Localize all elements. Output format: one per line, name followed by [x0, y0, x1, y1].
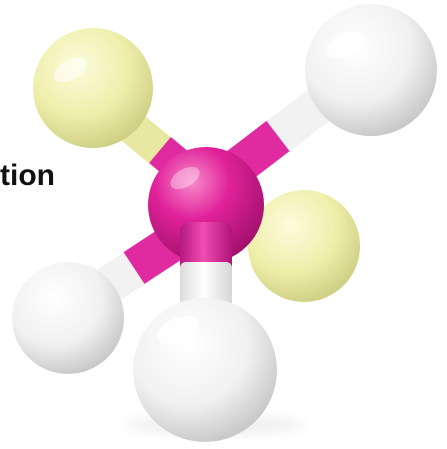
atom-white-top-right	[305, 4, 437, 136]
atom-white-bottom-left	[12, 262, 124, 374]
atom-white-bottom	[133, 298, 277, 442]
highlight	[157, 315, 199, 345]
atom-yellow-right	[248, 190, 360, 302]
highlight	[326, 31, 364, 59]
atom-yellow-top-left	[33, 28, 153, 148]
atom-center	[148, 147, 264, 263]
highlight	[53, 57, 87, 83]
caption-text: tion	[0, 159, 55, 192]
highlight	[170, 166, 200, 190]
